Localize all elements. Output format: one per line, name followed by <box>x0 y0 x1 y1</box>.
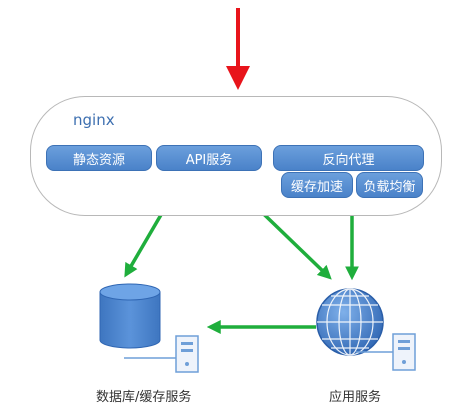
app-server-icon <box>356 333 416 371</box>
module-api: API服务 <box>156 145 262 171</box>
db-server-icon <box>124 335 199 373</box>
module-balance: 负载均衡 <box>356 172 423 198</box>
request-arrow <box>226 8 250 90</box>
globe-icon <box>316 288 384 356</box>
nginx-label: nginx <box>73 111 115 129</box>
module-proxy: 反向代理 <box>273 145 424 171</box>
db-label: 数据库/缓存服务 <box>96 390 192 405</box>
app-label: 应用服务 <box>329 390 382 405</box>
module-cache: 缓存加速 <box>281 172 353 198</box>
module-static: 静态资源 <box>46 145 152 171</box>
database-icon <box>99 283 161 349</box>
